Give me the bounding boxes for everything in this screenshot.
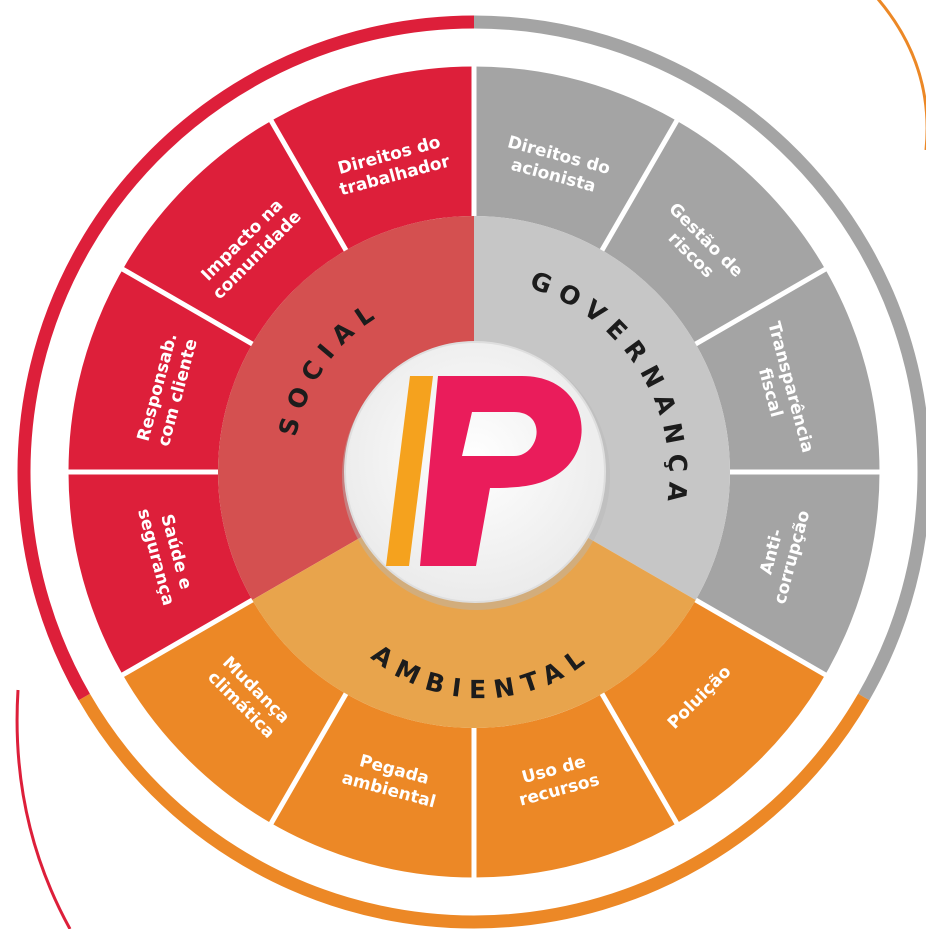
rim-ambiental	[78, 693, 870, 929]
rim-social	[17, 15, 475, 701]
divider	[694, 597, 829, 679]
center-logo	[342, 341, 610, 610]
segment-gestao-de-riscos	[602, 119, 827, 344]
divider	[267, 117, 349, 252]
segment-poluicao	[602, 600, 827, 825]
logo-p-icon	[420, 376, 582, 566]
swoosh-orange	[876, 0, 926, 150]
divider	[599, 692, 681, 827]
rim-governanca	[473, 15, 926, 701]
segment-mudanca-climatica	[121, 600, 346, 825]
divider	[599, 117, 681, 252]
segment-dividers	[65, 63, 883, 881]
logo-orange-bar-icon	[386, 376, 433, 566]
divider	[119, 265, 254, 347]
segment-impacto-na-comunidade	[121, 119, 346, 344]
outer-edge	[65, 63, 883, 881]
divider	[694, 265, 829, 347]
divider	[267, 692, 349, 827]
outer-rims	[15, 0, 926, 929]
divider	[119, 597, 254, 679]
segments-ring	[67, 65, 881, 879]
swoosh-red	[15, 689, 72, 929]
segment-label-direitos-do-trabalhador: Direitos dotrabalhador	[332, 131, 453, 200]
